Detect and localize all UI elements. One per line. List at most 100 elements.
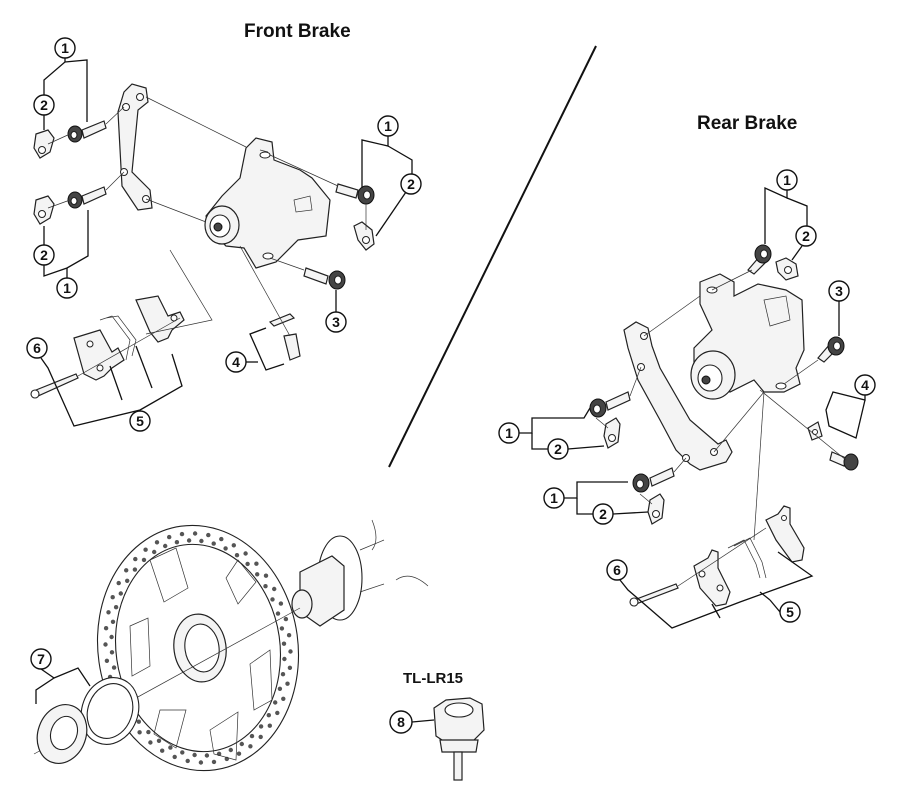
callout-front-4[interactable]: 4 bbox=[225, 351, 247, 373]
rotor-vent-hole bbox=[282, 656, 287, 662]
callout-front-2c[interactable]: 2 bbox=[400, 173, 422, 195]
rotor-vent-hole bbox=[275, 611, 281, 616]
callout-rear-6[interactable]: 6 bbox=[606, 559, 628, 581]
rotor-vent-hole bbox=[185, 758, 190, 764]
front-brake-title: Front Brake bbox=[244, 21, 351, 42]
rear-bolt-lower bbox=[632, 467, 675, 493]
rotor-vent-hole bbox=[283, 616, 289, 622]
svg-text:5: 5 bbox=[786, 604, 794, 620]
front-bolt-upper bbox=[67, 120, 107, 143]
front-snap-ring bbox=[268, 313, 296, 327]
rotor-vent-hole bbox=[231, 543, 236, 548]
rotor-vent-hole bbox=[277, 686, 283, 691]
rotor-vent-hole bbox=[110, 595, 115, 600]
rotor-vent-hole bbox=[186, 538, 192, 543]
rotor-vent-hole bbox=[154, 540, 160, 545]
rotor-vent-hole bbox=[163, 543, 168, 549]
rotor-vent-hole bbox=[106, 610, 111, 615]
rear-brake-pads bbox=[693, 505, 805, 607]
svg-text:4: 4 bbox=[232, 354, 240, 370]
tool-title: TL-LR15 bbox=[403, 670, 463, 687]
rotor-vent-hole bbox=[174, 540, 180, 545]
callout-front-1a[interactable]: 1 bbox=[54, 37, 76, 59]
rotor-vent-hole bbox=[204, 753, 210, 758]
rotor-vent-hole bbox=[146, 729, 151, 735]
rotor-vent-hole bbox=[272, 586, 277, 592]
rear-pad-bolt bbox=[829, 451, 859, 471]
rear-bolt-upper bbox=[747, 244, 772, 275]
callout-front-1c[interactable]: 1 bbox=[377, 115, 399, 137]
rotor-vent-hole bbox=[109, 650, 115, 655]
rotor-vent-hole bbox=[223, 546, 228, 551]
callout-rear-2c[interactable]: 2 bbox=[592, 503, 614, 525]
rear-clip-mid bbox=[603, 417, 621, 449]
rotor-vent-hole bbox=[110, 619, 116, 624]
rear-bolt-3 bbox=[817, 336, 845, 363]
rotor-vent-hole bbox=[243, 551, 248, 556]
rotor-vent-hole bbox=[288, 649, 293, 654]
callout-front-2b[interactable]: 2 bbox=[33, 244, 55, 266]
rotor-vent-hole bbox=[219, 536, 224, 542]
front-clip-upper bbox=[33, 129, 55, 159]
rotor-vent-hole bbox=[285, 681, 290, 686]
rotor-vent-hole bbox=[143, 547, 148, 552]
callout-rotor-7[interactable]: 7 bbox=[30, 648, 52, 670]
section-divider bbox=[388, 45, 597, 468]
svg-text:3: 3 bbox=[835, 283, 843, 299]
rotor-vent-hole bbox=[198, 760, 204, 765]
rotor-vent-hole bbox=[254, 561, 259, 566]
rotor-vent-hole bbox=[141, 557, 147, 563]
rotor-vent-hole bbox=[118, 591, 124, 596]
rotor-vent-hole bbox=[124, 568, 129, 573]
rotor-vent-hole bbox=[168, 745, 173, 750]
callout-rear-1a[interactable]: 1 bbox=[776, 169, 798, 191]
rotor-vent-hole bbox=[211, 759, 217, 765]
rotor-vent-hole bbox=[148, 740, 153, 745]
rear-mount-adapter bbox=[623, 321, 733, 471]
callout-rear-2a[interactable]: 2 bbox=[795, 225, 817, 247]
callout-front-5[interactable]: 5 bbox=[129, 410, 151, 432]
rotor-vent-hole bbox=[109, 634, 114, 640]
callout-rear-2b[interactable]: 2 bbox=[547, 438, 569, 460]
svg-text:1: 1 bbox=[505, 425, 513, 441]
rotor-vent-hole bbox=[192, 531, 198, 536]
front-caliper bbox=[204, 137, 331, 269]
svg-text:1: 1 bbox=[550, 490, 558, 506]
svg-text:1: 1 bbox=[783, 172, 791, 188]
callout-tool-8[interactable]: 8 bbox=[389, 710, 413, 734]
front-pad-pin bbox=[35, 373, 79, 397]
callout-rear-1c[interactable]: 1 bbox=[543, 487, 565, 509]
callout-front-3[interactable]: 3 bbox=[325, 311, 347, 333]
callout-front-1b[interactable]: 1 bbox=[56, 277, 78, 299]
rotor-vent-hole bbox=[234, 553, 240, 558]
callout-rear-5[interactable]: 5 bbox=[779, 601, 801, 623]
rotor-vent-hole bbox=[132, 567, 138, 572]
svg-text:3: 3 bbox=[332, 314, 340, 330]
svg-text:7: 7 bbox=[37, 651, 45, 667]
rotor-vent-hole bbox=[280, 672, 286, 677]
svg-text:4: 4 bbox=[861, 377, 869, 393]
callout-rear-3[interactable]: 3 bbox=[828, 280, 850, 302]
rotor-vent-hole bbox=[278, 601, 284, 606]
rotor-vent-hole bbox=[263, 573, 269, 578]
rotor-vent-hole bbox=[116, 580, 121, 586]
rotor-vent-hole bbox=[281, 641, 287, 646]
callout-front-6[interactable]: 6 bbox=[26, 337, 48, 359]
svg-text:2: 2 bbox=[40, 97, 48, 113]
callout-rear-4[interactable]: 4 bbox=[854, 374, 876, 396]
callout-rear-1b[interactable]: 1 bbox=[498, 422, 520, 444]
rotor-vent-hole bbox=[152, 549, 157, 555]
rotor-vent-hole bbox=[258, 724, 264, 729]
front-clip-right bbox=[353, 221, 375, 251]
rotor-vent-hole bbox=[156, 738, 162, 743]
rotor-vent-hole bbox=[228, 747, 233, 753]
rotor-vent-hole bbox=[267, 723, 272, 728]
rotor-vent-hole bbox=[273, 700, 278, 705]
callout-front-2a[interactable]: 2 bbox=[33, 94, 55, 116]
rotor-vent-hole bbox=[167, 534, 172, 540]
rotor-vent-hole bbox=[133, 556, 138, 562]
rotor-vent-hole bbox=[270, 597, 275, 602]
rotor-vent-hole bbox=[192, 752, 197, 758]
svg-text:2: 2 bbox=[554, 441, 562, 457]
